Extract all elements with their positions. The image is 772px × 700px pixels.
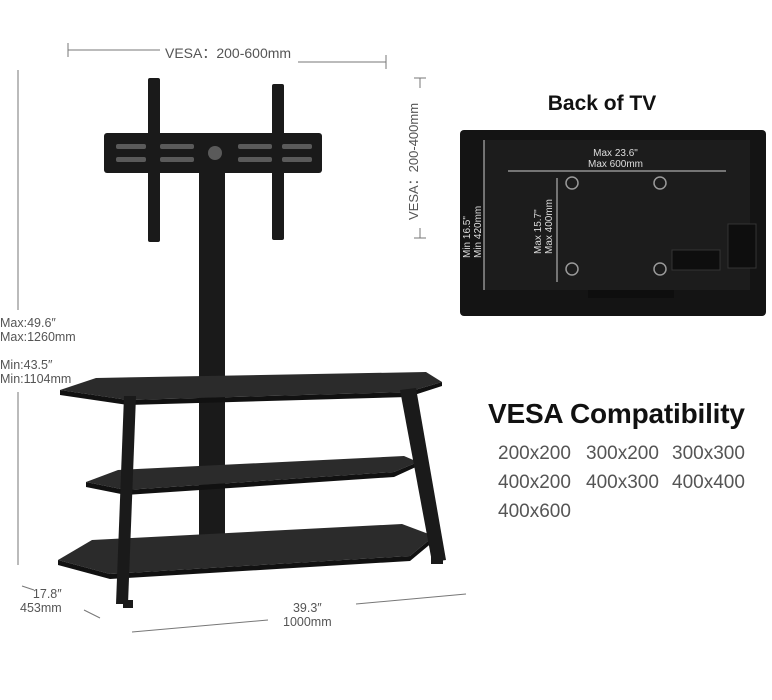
back-of-tv-title: Back of TV xyxy=(547,92,657,115)
tv-min-height-label: Min 16.5" Min 420mm xyxy=(462,206,484,258)
vesa-size: 400x600 xyxy=(498,501,571,522)
width-label: 39.3″ 1000mm xyxy=(283,601,332,629)
shelf-top xyxy=(60,372,442,400)
vesa-compatibility-title: VESA Compatibility xyxy=(488,398,745,429)
width-millimeters: 1000mm xyxy=(283,615,332,629)
depth-inches: 17.8″ xyxy=(32,587,62,601)
tv-min-height-inches: Min 16.5" xyxy=(462,216,473,258)
height-max-inches: Max:49.6″ xyxy=(0,316,56,330)
height-min-inches: Min:43.5″ xyxy=(0,358,53,372)
height-min-millimeters: Min:1104mm xyxy=(0,372,72,386)
tv-max-height-millimeters: Max 400mm xyxy=(544,198,555,254)
vesa-size: 400x200 xyxy=(498,472,571,493)
height-max-millimeters: Max:1260mm xyxy=(0,330,76,344)
vesa-size: 200x200 xyxy=(498,443,571,464)
vesa-size: 300x300 xyxy=(672,443,745,464)
height-min-label: Min:43.5″ Min:1104mm xyxy=(0,358,71,386)
depth-millimeters: 453mm xyxy=(20,601,62,615)
tv-max-width-millimeters: Max 600mm xyxy=(588,159,644,170)
leg-left xyxy=(116,396,136,604)
tv-max-width-inches: Max 23.6" xyxy=(593,148,638,159)
vesa-hole xyxy=(565,176,579,190)
depth-label: 17.8″ 453mm xyxy=(20,587,62,615)
dimension-lines xyxy=(17,43,467,633)
shelf-bottom xyxy=(58,524,434,574)
vesa-size-list: 200x200 300x200 300x300 400x200 400x300 … xyxy=(498,442,768,523)
width-inches: 39.3″ xyxy=(292,601,322,615)
vesa-hole xyxy=(565,262,579,276)
vesa-hole xyxy=(653,262,667,276)
vesa-hole xyxy=(653,176,667,190)
tv-max-width-label: Max 23.6" Max 600mm xyxy=(588,148,643,170)
height-max-label: Max:49.6″ Max:1260mm xyxy=(0,316,76,344)
tv-max-height-label: Max 15.7" Max 400mm xyxy=(533,199,555,254)
vesa-width-label: VESA：200-600mm xyxy=(165,45,292,61)
tv-stand xyxy=(58,78,446,608)
vesa-height-label: VESA：200-400mm xyxy=(406,102,421,220)
vesa-size: 400x400 xyxy=(672,472,745,493)
leg-right xyxy=(400,388,446,562)
vesa-size: 400x300 xyxy=(586,472,659,493)
tv-max-height-inches: Max 15.7" xyxy=(533,209,544,254)
tv-back-image xyxy=(460,130,766,316)
tv-min-height-millimeters: Min 420mm xyxy=(473,205,484,258)
vesa-size: 300x200 xyxy=(586,443,659,464)
shelf-middle xyxy=(86,456,418,490)
